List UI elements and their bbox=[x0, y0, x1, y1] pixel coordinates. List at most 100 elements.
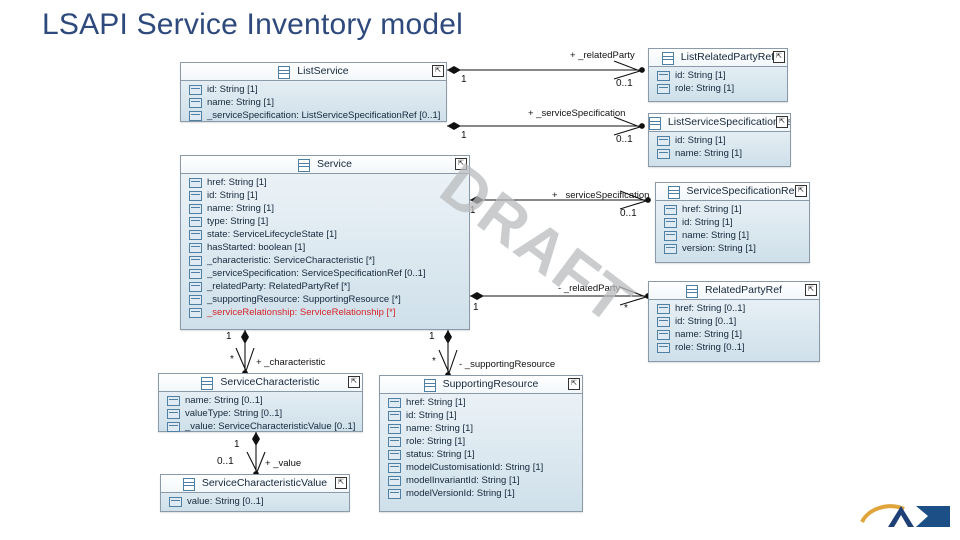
class-attributes: name: String [0..1] valueType: String [0… bbox=[159, 392, 362, 436]
attribute-text: modelInvariantId: String [1] bbox=[406, 475, 520, 486]
class-attribute: role: String [0..1] bbox=[649, 341, 819, 354]
class-header: ServiceCharacteristicValue ⇱ bbox=[161, 475, 349, 493]
class-attribute: id: String [1] bbox=[649, 134, 790, 147]
sub-diagram-marker-icon[interactable]: ⇱ bbox=[455, 158, 467, 170]
company-logo bbox=[860, 504, 950, 527]
attribute-text: id: String [1] bbox=[682, 217, 733, 228]
multiplicity-target: 0..1 bbox=[217, 456, 234, 467]
class-attribute: href: String [1] bbox=[656, 203, 809, 216]
class-attribute: state: ServiceLifecycleState [1] bbox=[181, 228, 469, 241]
class-box-related-party-ref[interactable]: RelatedPartyRef ⇱ href: String [0..1] id… bbox=[648, 281, 820, 362]
class-attribute: href: String [1] bbox=[181, 176, 469, 189]
attribute-icon bbox=[657, 304, 670, 314]
attribute-icon bbox=[189, 111, 202, 121]
attribute-icon bbox=[388, 489, 401, 499]
class-header: SupportingResource ⇱ bbox=[380, 376, 582, 394]
attribute-icon bbox=[657, 136, 670, 146]
attribute-text: id: String [0..1] bbox=[675, 316, 737, 327]
attribute-icon bbox=[388, 450, 401, 460]
attribute-icon bbox=[657, 71, 670, 81]
class-attribute: _supportingResource: SupportingResource … bbox=[181, 293, 469, 306]
class-icon bbox=[686, 285, 699, 298]
sub-diagram-marker-icon[interactable]: ⇱ bbox=[795, 185, 807, 197]
class-attribute: value: String [0..1] bbox=[161, 495, 349, 508]
attribute-icon bbox=[167, 422, 180, 432]
class-box-service[interactable]: Service ⇱ href: String [1] id: String [1… bbox=[180, 155, 470, 330]
class-attribute: name: String [1] bbox=[649, 147, 790, 160]
attribute-text: version: String [1] bbox=[682, 243, 756, 254]
multiplicity-target: * bbox=[624, 303, 628, 314]
attribute-icon bbox=[657, 330, 670, 340]
class-attributes: id: String [1] role: String [1] bbox=[649, 67, 787, 98]
sub-diagram-marker-icon[interactable]: ⇱ bbox=[348, 376, 360, 388]
attribute-icon bbox=[189, 243, 202, 253]
attribute-text: status: String [1] bbox=[406, 449, 475, 460]
class-box-supporting-resource[interactable]: SupportingResource ⇱ href: String [1] id… bbox=[379, 375, 583, 512]
multiplicity-source: 1 bbox=[234, 439, 240, 450]
sub-diagram-marker-icon[interactable]: ⇱ bbox=[568, 378, 580, 390]
sub-diagram-marker-icon[interactable]: ⇱ bbox=[805, 284, 817, 296]
attribute-text: href: String [1] bbox=[207, 177, 267, 188]
attribute-text: name: String [1] bbox=[207, 97, 275, 108]
class-attributes: href: String [1] id: String [1] name: St… bbox=[380, 394, 582, 503]
attribute-text: role: String [1] bbox=[675, 83, 735, 94]
class-name: ServiceCharacteristicValue bbox=[201, 477, 328, 489]
attribute-text: id: String [1] bbox=[675, 135, 726, 146]
attribute-icon bbox=[167, 409, 180, 419]
attribute-icon bbox=[388, 398, 401, 408]
class-attribute: id: String [1] bbox=[380, 409, 582, 422]
attribute-text: name: String [1] bbox=[207, 203, 275, 214]
attribute-text: _serviceRelationship: ServiceRelationshi… bbox=[207, 307, 396, 318]
class-box-list-service-specification-ref[interactable]: ListServiceSpecificationRef ⇱ id: String… bbox=[648, 113, 791, 167]
class-attribute: status: String [1] bbox=[380, 448, 582, 461]
class-box-service-specification-ref[interactable]: ServiceSpecificationRef ⇱ href: String [… bbox=[655, 182, 810, 263]
association-label-value: + _value bbox=[265, 458, 302, 469]
attribute-text: href: String [1] bbox=[682, 204, 742, 215]
class-attribute: id: String [1] bbox=[656, 216, 809, 229]
class-box-list-service[interactable]: ListService ⇱ id: String [1] name: Strin… bbox=[180, 62, 447, 122]
multiplicity-target: * bbox=[432, 356, 436, 367]
attribute-text: _relatedParty: RelatedPartyRef [*] bbox=[207, 281, 351, 292]
class-icon bbox=[423, 379, 436, 392]
class-box-service-characteristic-value[interactable]: ServiceCharacteristicValue ⇱ value: Stri… bbox=[160, 474, 350, 512]
class-header: ListService ⇱ bbox=[181, 63, 446, 81]
attribute-icon bbox=[189, 98, 202, 108]
attribute-icon bbox=[189, 295, 202, 305]
attribute-text: name: String [1] bbox=[406, 423, 474, 434]
class-box-service-characteristic[interactable]: ServiceCharacteristic ⇱ name: String [0.… bbox=[158, 373, 363, 432]
attribute-icon bbox=[189, 217, 202, 227]
class-attribute: type: String [1] bbox=[181, 215, 469, 228]
class-attribute: name: String [1] bbox=[656, 229, 809, 242]
class-attribute: _serviceSpecification: ServiceSpecificat… bbox=[181, 267, 469, 280]
sub-diagram-marker-icon[interactable]: ⇱ bbox=[432, 65, 444, 77]
class-attribute: valueType: String [0..1] bbox=[159, 407, 362, 420]
class-attributes: href: String [0..1] id: String [0..1] na… bbox=[649, 300, 819, 357]
sub-diagram-marker-icon[interactable]: ⇱ bbox=[773, 51, 785, 63]
class-attribute: _relatedParty: RelatedPartyRef [*] bbox=[181, 280, 469, 293]
sub-diagram-marker-icon[interactable]: ⇱ bbox=[776, 116, 788, 128]
class-box-list-related-party-ref[interactable]: ListRelatedPartyRef ⇱ id: String [1] rol… bbox=[648, 48, 788, 102]
attribute-icon bbox=[189, 85, 202, 95]
class-name: ServiceCharacteristic bbox=[220, 376, 320, 388]
attribute-icon bbox=[657, 84, 670, 94]
attribute-icon bbox=[189, 178, 202, 188]
class-attribute: _value: ServiceCharacteristicValue [0..1… bbox=[159, 420, 362, 433]
attribute-text: href: String [0..1] bbox=[675, 303, 746, 314]
association-label-service-specification: + _serviceSpecification bbox=[528, 108, 626, 119]
attribute-text: id: String [1] bbox=[207, 190, 258, 201]
multiplicity-target: 0..1 bbox=[616, 134, 633, 145]
association-label-supporting-resource: - _supportingResource bbox=[459, 359, 556, 370]
class-header: ServiceCharacteristic ⇱ bbox=[159, 374, 362, 392]
attribute-icon bbox=[189, 256, 202, 266]
class-attribute: modelCustomisationId: String [1] bbox=[380, 461, 582, 474]
sub-diagram-marker-icon[interactable]: ⇱ bbox=[335, 477, 347, 489]
attribute-icon bbox=[657, 317, 670, 327]
class-icon bbox=[298, 159, 311, 172]
attribute-icon bbox=[189, 269, 202, 279]
attribute-icon bbox=[657, 149, 670, 159]
attribute-icon bbox=[388, 437, 401, 447]
class-name: SupportingResource bbox=[442, 378, 539, 390]
attribute-icon bbox=[388, 424, 401, 434]
